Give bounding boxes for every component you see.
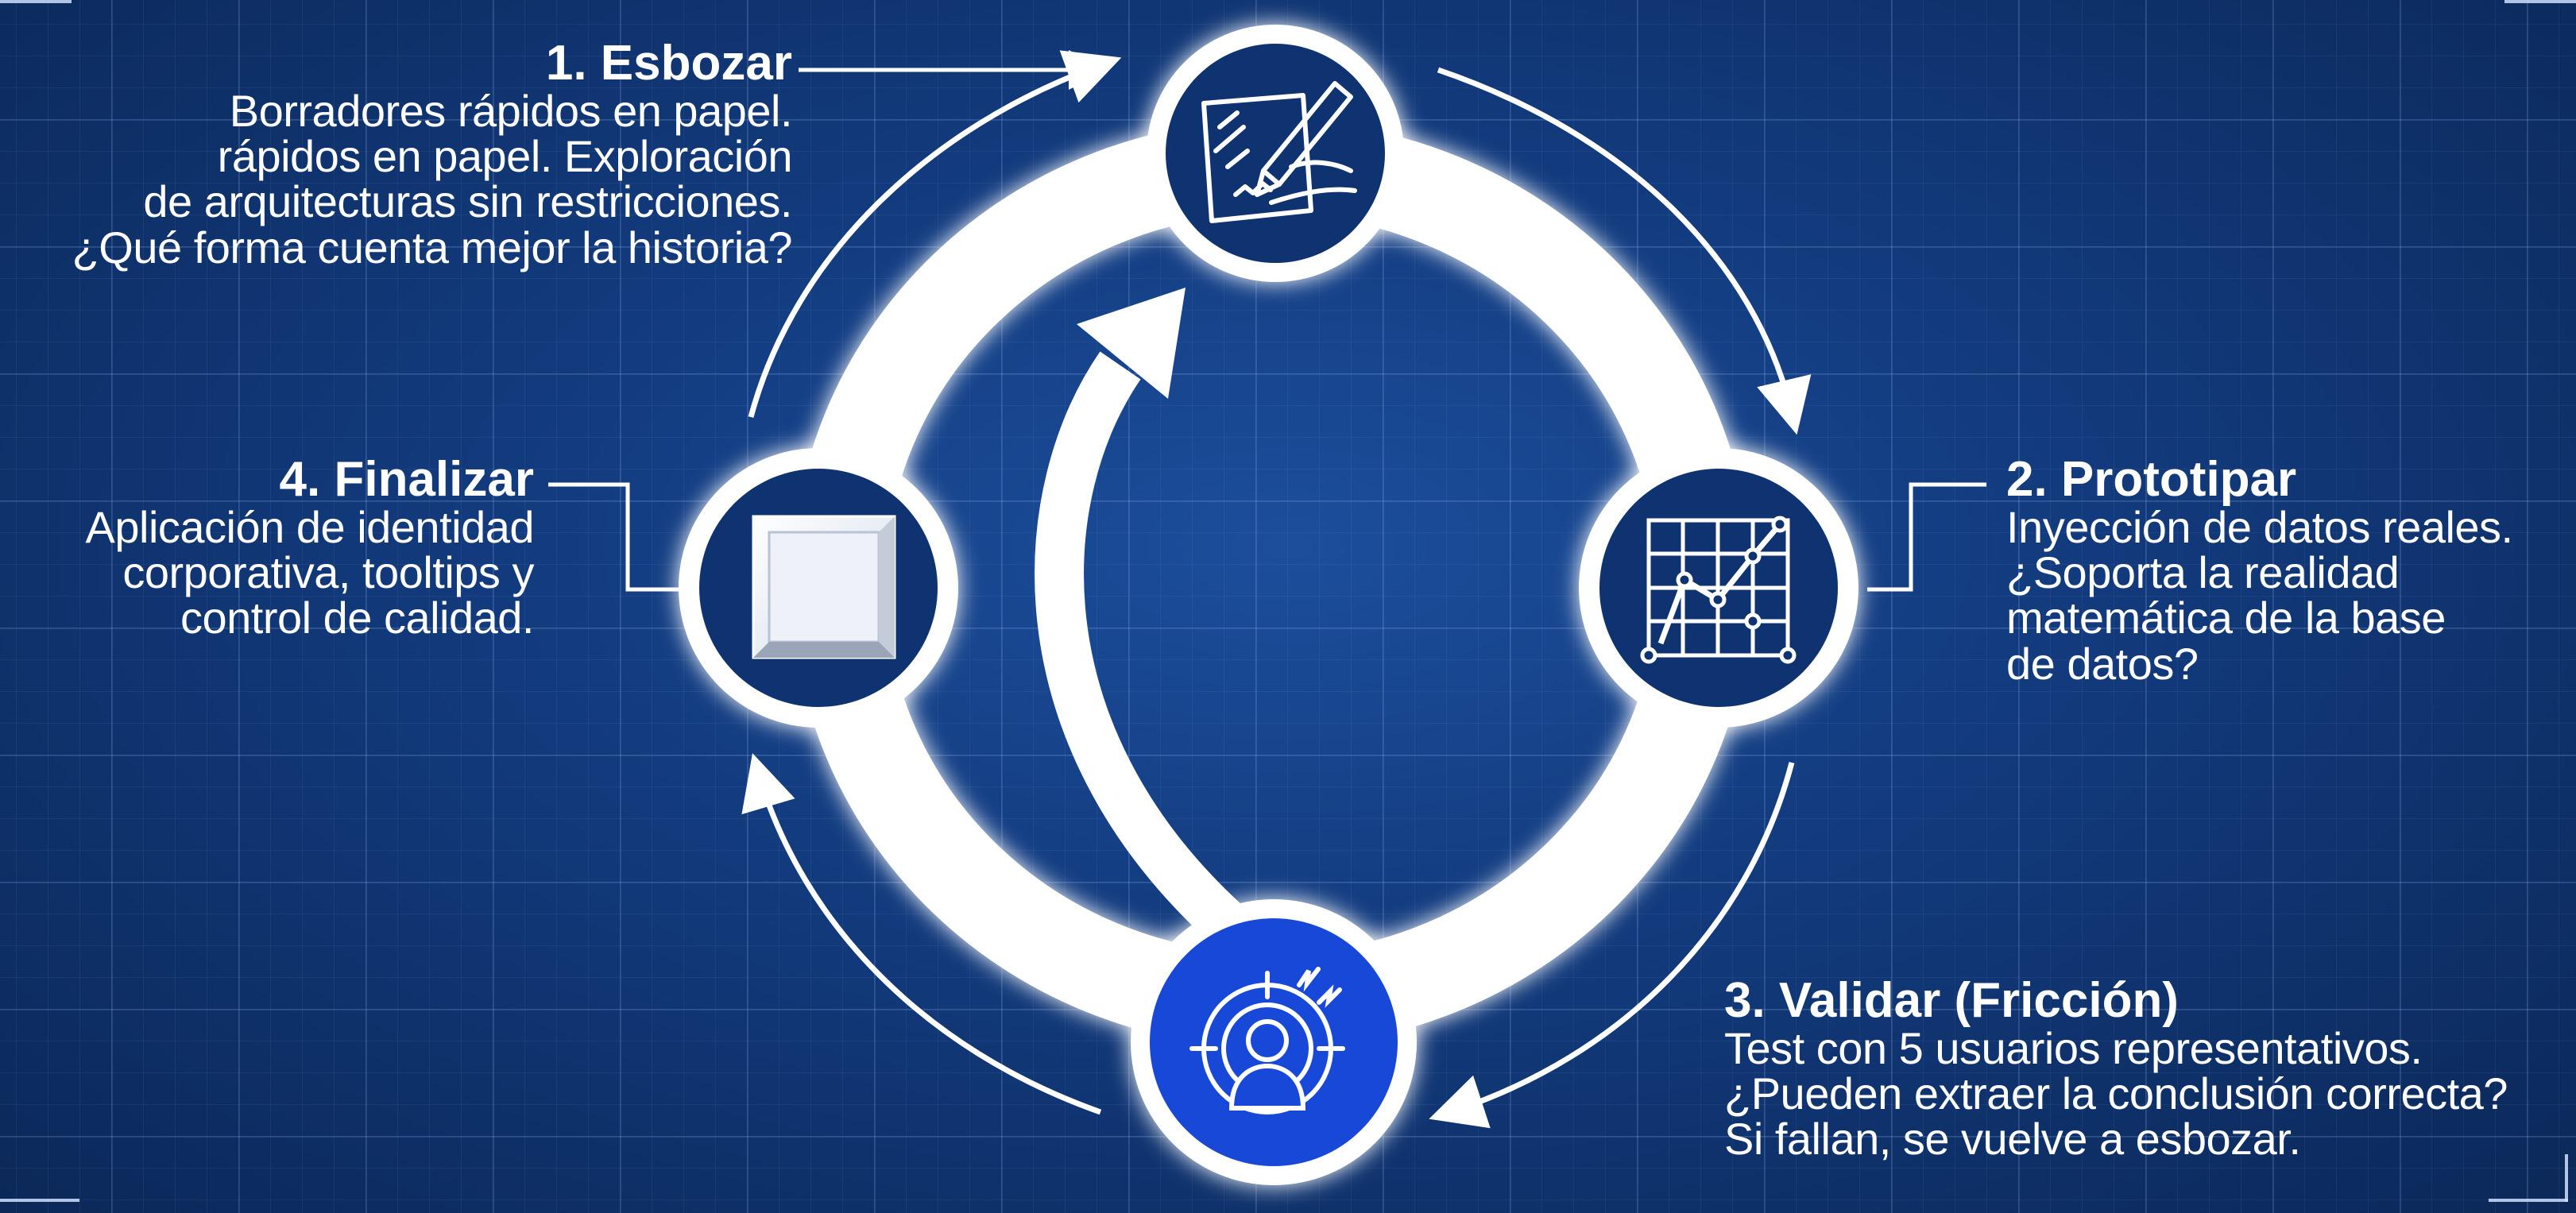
- step-prototipar-line-4: de datos?: [2006, 638, 2199, 689]
- step-finalizar-text: 4. Finalizar Aplicación de identidad cor…: [85, 452, 535, 643]
- step-validar-title: 3. Validar (Fricción): [1724, 973, 2179, 1028]
- connector-prototipar: [1867, 482, 1986, 592]
- pencil-sketch-icon: [1201, 81, 1357, 223]
- arrow-esbozar-to-prototipar: [1437, 67, 1812, 435]
- step-prototipar-line-1: Inyección de datos reales.: [2006, 502, 2513, 553]
- step-esbozar-line-4: ¿Qué forma cuenta mejor la historia?: [72, 222, 793, 272]
- corner-mark-top-left: [0, 0, 72, 3]
- step-finalizar-title: 4. Finalizar: [279, 452, 534, 507]
- step-prototipar-title: 2. Prototipar: [2006, 452, 2297, 507]
- step-validar-text: 3. Validar (Fricción) Test con 5 usuario…: [1724, 975, 2508, 1162]
- step-validar-line-2: ¿Pueden extraer la conclusión correcta?: [1724, 1068, 2508, 1119]
- corner-mark-bottom-right: [2489, 1199, 2568, 1202]
- node-esbozar: [1147, 25, 1404, 282]
- step-prototipar-text: 2. Prototipar Inyección de datos reales.…: [2006, 454, 2513, 686]
- node-prototipar: [1579, 448, 1859, 728]
- step-prototipar-line-3: matemática de la base: [2006, 593, 2446, 643]
- node-finalizar: [679, 448, 958, 728]
- arrow-prototipar-to-validar: [1429, 762, 1795, 1129]
- step-prototipar-line-2: ¿Soporta la realidad: [2006, 547, 2400, 598]
- step-esbozar-text: 1. Esbozar Borradores rápidos en papel. …: [72, 36, 793, 272]
- corner-mark-bottom-right-vertical: [2565, 1154, 2568, 1202]
- corner-mark-bottom-left: [0, 1199, 79, 1202]
- arrow-validar-to-finalizar: [741, 753, 1102, 1115]
- step-validar-line-3: Si fallan, se vuelve a esbozar.: [1724, 1114, 2301, 1165]
- corner-mark-top-right: [2504, 0, 2576, 3]
- step-validar-line-1: Test con 5 usuarios representativos.: [1724, 1023, 2423, 1074]
- step-esbozar-title: 1. Esbozar: [545, 36, 792, 91]
- cycle-ring: [791, 120, 1751, 1048]
- chart-grid-icon: [1640, 516, 1797, 664]
- connector-finalizar: [548, 482, 679, 592]
- step-esbozar-line-2: rápidos en papel. Exploración: [217, 131, 793, 182]
- step-finalizar-line-2: corporativa, tooltips y: [122, 547, 534, 598]
- step-esbozar-line-3: de arquitecturas sin restricciones.: [143, 176, 792, 227]
- step-finalizar-line-3: control de calidad.: [180, 593, 535, 643]
- user-target-icon: [1189, 967, 1345, 1114]
- arrow-finalizar-to-esbozar: [748, 50, 1122, 418]
- step-finalizar-line-1: Aplicación de identidad: [85, 502, 535, 553]
- polished-square-icon: [752, 515, 896, 659]
- node-validar: [1131, 899, 1417, 1185]
- return-arrow-head: [1077, 288, 1186, 399]
- step-esbozar-line-1: Borradores rápidos en papel.: [229, 86, 793, 137]
- return-arrow: [1035, 351, 1241, 940]
